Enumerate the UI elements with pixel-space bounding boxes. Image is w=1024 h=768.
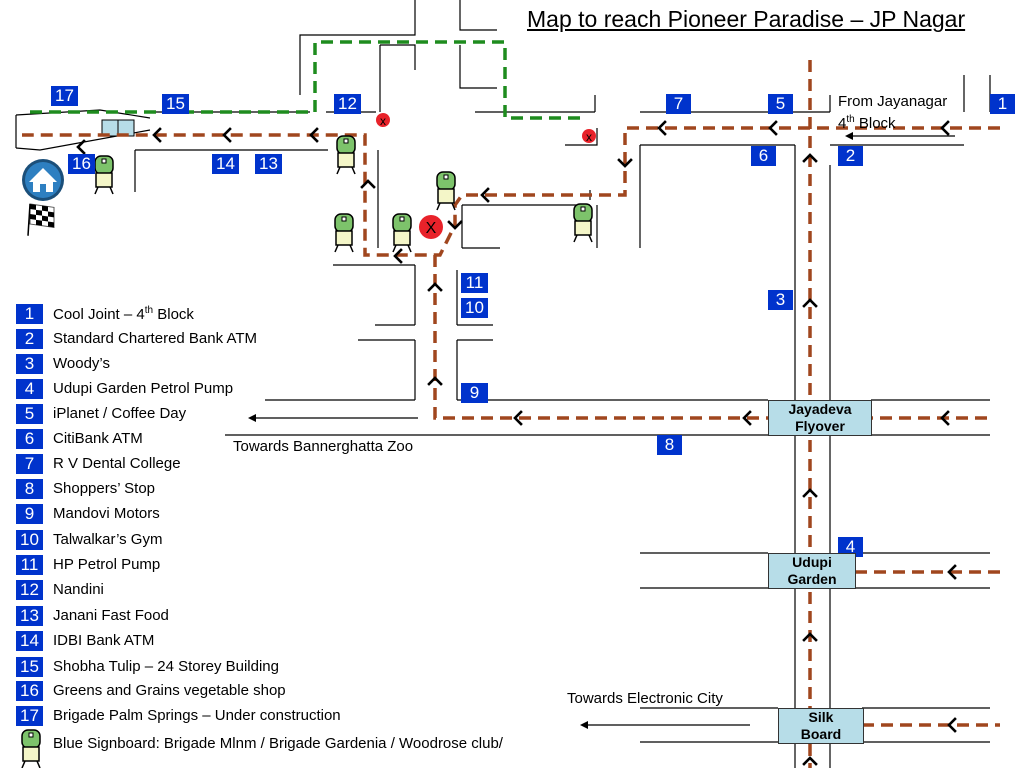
marker-3: 3: [768, 290, 793, 310]
junction-silk-board: Silk Board: [778, 708, 864, 744]
svg-text:x: x: [380, 114, 386, 128]
marker-17: 17: [51, 86, 78, 106]
junction-jayadeva-line1: Jayadeva: [788, 401, 852, 417]
junction-silk-line2: Board: [800, 726, 842, 742]
arrow-lines: [252, 135, 955, 726]
legend-signboard-label: Blue Signboard: Brigade Mlnm / Brigade G…: [53, 735, 503, 752]
legend-item-label: Shobha Tulip – 24 Storey Building: [53, 658, 279, 675]
legend-item-label: Mandovi Motors: [53, 505, 160, 522]
legend-item-label: IDBI Bank ATM: [53, 632, 155, 649]
svg-text:x: x: [586, 130, 592, 144]
marker-6: 6: [751, 146, 776, 166]
legend-item-label: Greens and Grains vegetable shop: [53, 682, 286, 699]
marker-11: 11: [461, 273, 488, 293]
legend-item-label: Woody’s: [53, 355, 110, 372]
towards-zoo-label: Towards Bannerghatta Zoo: [233, 438, 414, 455]
legend-item-label: Brigade Palm Springs – Under constructio…: [53, 707, 341, 724]
marker-14: 14: [212, 154, 239, 174]
map-title: Map to reach Pioneer Paradise – JP Nagar: [527, 6, 966, 32]
legend-item-label: Janani Fast Food: [53, 607, 169, 624]
legend-item-label: Cool Joint – 4th Block: [53, 305, 194, 323]
marker-12: 12: [334, 94, 361, 114]
legend-item-label: Udupi Garden Petrol Pump: [53, 380, 234, 397]
from-jayanagar-label: From Jayanagar: [838, 93, 948, 110]
green-route: [30, 40, 580, 120]
marker-15: 15: [162, 94, 189, 114]
junction-udupi-line2: Garden: [787, 571, 837, 587]
marker-2: 2: [838, 146, 863, 166]
marker-5: 5: [768, 94, 793, 114]
junction-udupi-line1: Udupi: [792, 554, 832, 570]
home-icon: [22, 159, 64, 201]
direction-arrow-icon: [76, 120, 957, 766]
marker-4: 4: [838, 537, 863, 557]
junction-udupi-garden: Udupi Garden: [768, 553, 856, 589]
fourth-block-label: 4th Block: [838, 114, 896, 132]
legend-item-label: Nandini: [53, 581, 104, 598]
legend-item-label: iPlanet / Coffee Day: [53, 405, 187, 422]
arrowheads: [248, 132, 853, 729]
junction-jayadeva-flyover: Jayadeva Flyover: [768, 400, 872, 436]
legend-item-label: Standard Chartered Bank ATM: [53, 330, 257, 347]
marker-1: 1: [990, 94, 1015, 114]
marker-8: 8: [657, 435, 682, 455]
junction-jayadeva-line2: Flyover: [795, 418, 845, 434]
legend-item-label: CitiBank ATM: [53, 430, 143, 447]
marker-7: 7: [666, 94, 691, 114]
towards-electronic-city-label: Towards Electronic City: [567, 690, 723, 707]
legend-item-label: Talwalkar’s Gym: [53, 531, 163, 548]
checkered-flag-icon: [27, 203, 55, 236]
marker-16: 16: [68, 154, 95, 174]
legend-item-label: HP Petrol Pump: [53, 556, 161, 573]
legend-item-label: Shoppers’ Stop: [53, 480, 156, 497]
svg-text:X: X: [426, 220, 437, 237]
legend-item-label: R V Dental College: [53, 455, 181, 472]
marker-9: 9: [461, 383, 488, 403]
legend-item: 1 Cool Joint – 4th Block: [16, 304, 194, 326]
marker-10: 10: [461, 298, 488, 318]
junction-silk-line1: Silk: [808, 709, 834, 725]
no-entry-icon: x x X: [376, 113, 596, 239]
marker-13: 13: [255, 154, 282, 174]
